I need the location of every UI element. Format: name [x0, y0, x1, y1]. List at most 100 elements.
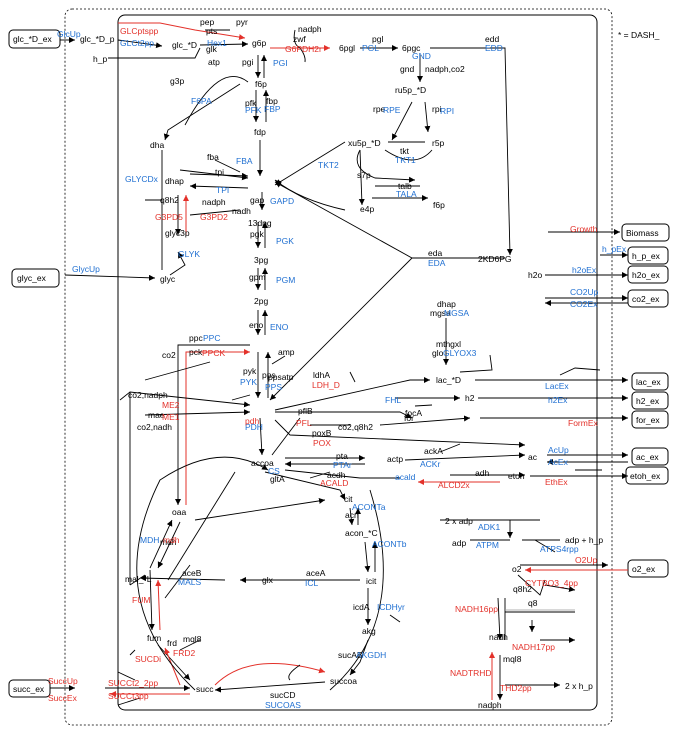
- met-gap: gap: [250, 195, 264, 205]
- met-amp: amp: [278, 347, 295, 357]
- legend-text: * = DASH_: [618, 30, 660, 40]
- rxn-glcup: GlcUp: [57, 29, 81, 39]
- rxn-frd2: FRD2: [173, 648, 195, 658]
- met-glyc3p: glyc3p: [165, 228, 190, 238]
- rxn-glycdx: GLYCDx: [125, 174, 159, 184]
- met-etoh: etoh: [508, 471, 525, 481]
- met-glc-D: glc_*D: [172, 40, 197, 50]
- met-succd: sucCD: [270, 690, 296, 700]
- met-akg: akg: [362, 626, 376, 636]
- exchange-co2: co2_ex: [632, 294, 660, 304]
- rxn-o2up: O2Up: [575, 555, 597, 565]
- rxn-h2ex: h2Ex: [548, 395, 568, 405]
- met-mdh: mdh: [160, 537, 177, 547]
- rxn-me2: ME2: [162, 400, 180, 410]
- met-co2-nadh: co2,nadh: [137, 422, 172, 432]
- met-nadph-co2: nadph,co2: [425, 64, 465, 74]
- met-13dpg: 13dpg: [248, 218, 272, 228]
- rxn-ppck: PPCK: [202, 348, 225, 358]
- met-nadh-gapd: nadh: [232, 206, 251, 216]
- met-h2o: h2o: [528, 270, 542, 280]
- met-co2-ppc: co2: [162, 350, 176, 360]
- met-nadph-g3pd: nadph: [202, 197, 226, 207]
- rxn-mals: MALS: [178, 577, 201, 587]
- met-glk: glk: [206, 44, 218, 54]
- rxn-tkt1: TKT1: [395, 155, 416, 165]
- rxn-me1: ME1: [162, 412, 180, 422]
- met-pep-top: pep: [200, 17, 214, 27]
- rxn-co2ex: CO2Ex: [570, 299, 598, 309]
- rxn-acald: acald: [395, 472, 416, 482]
- met-fba: fba: [207, 152, 219, 162]
- rxn-fhl: FHL: [385, 395, 401, 405]
- rxn-glyox3: GLYOX3: [443, 348, 477, 358]
- met-f6p: f6p: [255, 79, 267, 89]
- rxn-f6pa: F6PA: [191, 96, 212, 106]
- met-ru5p-D: ru5p_*D: [395, 85, 426, 95]
- rxn-gnd: GND: [412, 51, 431, 61]
- met-pgi: pgi: [242, 57, 253, 67]
- rxn-pfl: PFL: [296, 418, 312, 428]
- rxn-mdh-red: mdh: [163, 535, 180, 545]
- met-ppsatp: ppsatp: [268, 372, 294, 382]
- reaction-labels-blue: GlcUp GLCt2pp Hex1 PGI PGL GND EDD F6PA …: [57, 29, 627, 710]
- met-ppc: ppc: [189, 333, 203, 343]
- met-fum: fum: [147, 633, 161, 643]
- met-xu5p-D: xu5p_*D: [348, 138, 381, 148]
- exchange-h-p: h_p_ex: [632, 251, 661, 261]
- met-nadph-resp: nadph: [478, 700, 502, 710]
- met-frd: frd: [167, 638, 177, 648]
- rxn-ldh-d: LDH_D: [312, 380, 340, 390]
- rxn-gapd: GAPD: [270, 196, 294, 206]
- rxn-pgk: PGK: [276, 236, 294, 246]
- exchange-succ: succ_ex: [13, 684, 45, 694]
- rxn-succex: SuccEx: [48, 693, 78, 703]
- met-adh: adh: [475, 468, 489, 478]
- met-pgl: pgl: [372, 34, 383, 44]
- rxn-acex: AcEx: [548, 457, 569, 467]
- rxn-adk1: ADK1: [478, 522, 500, 532]
- rxn-nadtrhd: NADTRHD: [450, 668, 492, 678]
- met-mthgxl: mthgxl: [436, 339, 461, 349]
- met-6pgc: 6pgc: [402, 43, 421, 53]
- met-nadh-resp: nadh: [489, 632, 508, 642]
- met-gpm: gpm: [249, 272, 266, 282]
- met-eno: eno: [249, 320, 263, 330]
- exchange-h2: h2_ex: [636, 396, 660, 406]
- rxn-g6pdh2r: G6PDH2r: [285, 44, 322, 54]
- met-mql8-resp: mql8: [503, 654, 522, 664]
- met-g6p: g6p: [252, 38, 266, 48]
- met-poxb: poxB: [312, 428, 332, 438]
- met-gnd: gnd: [400, 64, 414, 74]
- met-glx: glx: [262, 575, 274, 585]
- metabolite-labels: glc_*D_p glc_*D h_p pep pyr g6p nadph zw…: [80, 17, 603, 710]
- met-dha: dha: [150, 140, 164, 150]
- rxn-tala: TALA: [396, 189, 417, 199]
- met-edd: edd: [485, 34, 499, 44]
- rxn-h2oex: h2oEx: [572, 265, 597, 275]
- met-rpi: rpi: [432, 104, 442, 114]
- exchange-biomass: Biomass: [626, 228, 659, 238]
- periplasm-frame: [64, 8, 613, 726]
- met-cit: cit: [344, 494, 353, 504]
- met-e4p: e4p: [360, 204, 374, 214]
- rxn-fum: FUM: [132, 595, 150, 605]
- met-oaa: oaa: [172, 507, 186, 517]
- met-icit: icit: [366, 576, 377, 586]
- rxn-glct2pp: GLCt2pp: [120, 38, 154, 48]
- rxn-g3pd5: G3PD5: [155, 212, 183, 222]
- met-r5p: r5p: [432, 138, 445, 148]
- met-pgk: pgk: [250, 229, 264, 239]
- rxn-pps: PPS: [265, 382, 282, 392]
- met-h2: h2: [465, 393, 475, 403]
- met-ac: ac: [528, 452, 538, 462]
- exchange-glc: glc_*D_ex: [13, 34, 52, 44]
- rxn-acup: AcUp: [548, 445, 569, 455]
- rxn-g3pd2: G3PD2: [200, 212, 228, 222]
- met-foca: focA: [405, 408, 422, 418]
- met-acka: ackA: [424, 446, 443, 456]
- rxn-cytbo3-4pp: CYTBO3_4pp: [525, 578, 578, 588]
- exchange-h2o: h2o_ex: [632, 270, 661, 280]
- rxn-pdh-red: pdh: [245, 416, 259, 426]
- met-co2-q8h2: co2,q8h2: [338, 422, 373, 432]
